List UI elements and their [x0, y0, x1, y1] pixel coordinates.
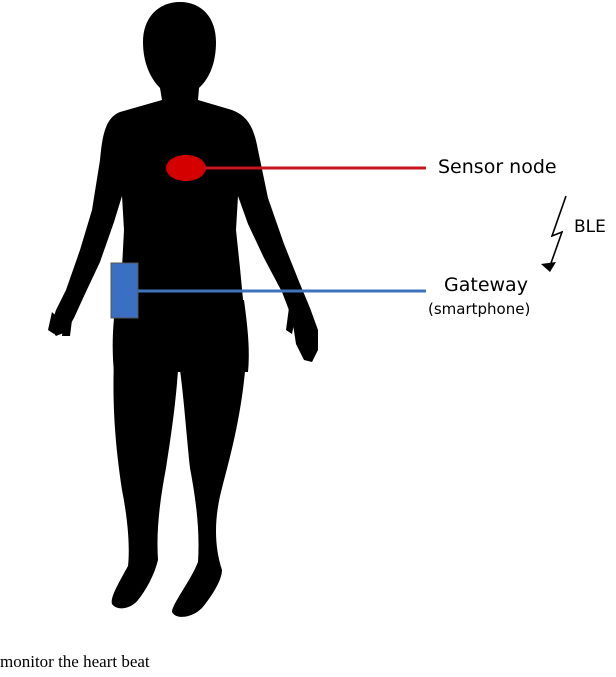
human-silhouette-icon	[48, 2, 318, 617]
lightning-arrow-icon	[541, 195, 567, 272]
caption-text: monitor the heart beat	[0, 652, 150, 671]
heart-sensor-icon	[166, 155, 206, 181]
gateway-label: Gateway	[444, 274, 528, 296]
smartphone-icon	[110, 262, 139, 319]
gateway-sublabel: (smartphone)	[428, 300, 531, 318]
ble-label: BLE	[574, 217, 606, 237]
sensor-node-label: Sensor node	[438, 156, 557, 178]
